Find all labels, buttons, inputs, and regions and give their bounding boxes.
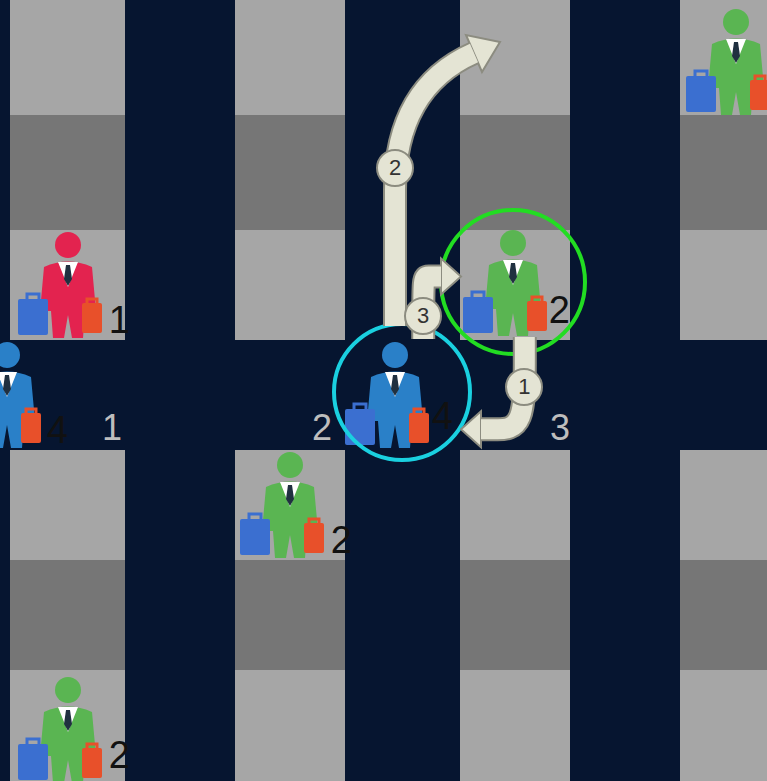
street-number: 3	[550, 410, 570, 446]
agent-marker: 1	[16, 229, 134, 339]
agent-figure	[240, 452, 324, 558]
block-band	[235, 115, 345, 230]
block-band	[235, 560, 345, 670]
arrow-head	[441, 259, 461, 295]
step-badge: 3	[404, 297, 442, 335]
block-band	[460, 115, 570, 230]
agent-figure	[18, 232, 102, 338]
street-number: 2	[312, 410, 332, 446]
block-band	[10, 115, 125, 230]
agent-number: 4	[47, 411, 68, 449]
agent-number: 2	[109, 736, 130, 774]
block-band	[460, 560, 570, 670]
agent-number: 2	[331, 521, 352, 559]
street-number: 1	[102, 410, 122, 446]
block-band	[680, 115, 767, 230]
agent-number: 2	[549, 291, 570, 329]
agent-figure	[0, 342, 41, 448]
city-block	[10, 0, 125, 340]
agent-number: 4	[432, 397, 453, 435]
city-block	[680, 450, 767, 781]
agent-marker: 4	[343, 339, 461, 449]
agent-marker: 2	[16, 674, 134, 778]
block-band	[10, 560, 125, 670]
agent-marker: 2	[461, 227, 577, 337]
city-block	[235, 0, 345, 340]
step-badge: 2	[376, 149, 414, 187]
agent-marker: 4	[0, 339, 70, 449]
step-badge: 1	[505, 368, 543, 406]
city-block	[460, 0, 570, 340]
city-block	[235, 450, 345, 781]
arrow-head	[461, 411, 481, 447]
agent-figure	[463, 230, 547, 336]
highlight-ring	[334, 324, 470, 460]
agent-number: 1	[109, 301, 130, 339]
agent-figure	[686, 9, 767, 115]
agent-figure	[345, 342, 429, 448]
highlight-ring	[441, 210, 585, 354]
agent-figure	[18, 677, 102, 781]
block-band	[680, 560, 767, 670]
city-block	[460, 450, 570, 781]
agent-marker: 2	[238, 449, 356, 559]
